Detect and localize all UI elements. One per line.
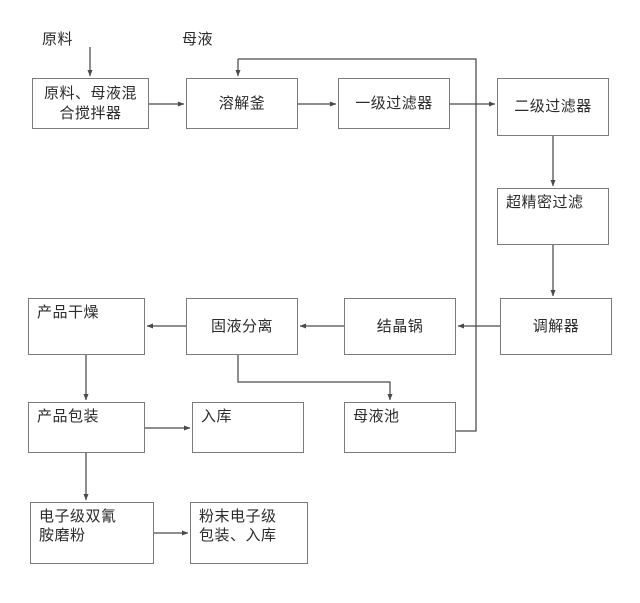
node-product-drying-label: 产品干燥	[37, 303, 100, 321]
node-product-drying[interactable]: 产品干燥	[28, 298, 145, 355]
node-powder-packaging-warehouse-label: 粉末电子级 包装、入库	[199, 507, 277, 545]
node-regulator-label: 调解器	[532, 316, 580, 335]
node-dissolving-kettle[interactable]: 溶解釜	[186, 78, 298, 129]
node-mother-liquor-pool[interactable]: 母液池	[344, 402, 456, 453]
node-product-packaging[interactable]: 产品包装	[28, 402, 145, 453]
node-secondary-filter[interactable]: 二级过滤器	[497, 78, 609, 136]
node-mixer-label: 原料、母液混 合搅拌器	[43, 84, 137, 122]
node-mother-liquor-pool-label: 母液池	[353, 407, 400, 425]
edge-solid-liquid-sep-to-mother-liquor-pool	[237, 355, 393, 401]
node-product-packaging-label: 产品包装	[37, 407, 100, 425]
node-powder-packaging-warehouse[interactable]: 粉末电子级 包装、入库	[190, 502, 308, 564]
node-warehousing[interactable]: 入库	[192, 402, 304, 453]
edge-mother-liquor-pool-recycle-loop	[238, 58, 477, 432]
label-mother-liquor-feed: 母液	[182, 30, 214, 48]
node-ultra-fine-filter-label: 超精密过滤	[506, 193, 584, 211]
label-raw-material-feed: 原料	[42, 30, 74, 48]
node-crystallizer-label: 结晶锅	[376, 316, 424, 335]
node-dissolving-kettle-label: 溶解釜	[218, 93, 266, 112]
node-primary-filter[interactable]: 一级过滤器	[338, 78, 450, 129]
node-solid-liquid-separation-label: 固液分离	[210, 316, 273, 335]
node-regulator[interactable]: 调解器	[500, 298, 612, 355]
node-primary-filter-label: 一级过滤器	[355, 93, 433, 112]
node-electronic-grade-milling-label: 电子级双氰 胺磨粉	[39, 507, 117, 545]
node-mixer[interactable]: 原料、母液混 合搅拌器	[32, 78, 149, 129]
node-crystallizer[interactable]: 结晶锅	[344, 298, 456, 355]
node-ultra-fine-filter[interactable]: 超精密过滤	[497, 188, 609, 245]
node-electronic-grade-milling[interactable]: 电子级双氰 胺磨粉	[30, 502, 154, 564]
node-solid-liquid-separation[interactable]: 固液分离	[186, 298, 298, 355]
node-warehousing-label: 入库	[201, 407, 233, 425]
node-secondary-filter-label: 二级过滤器	[514, 97, 592, 116]
